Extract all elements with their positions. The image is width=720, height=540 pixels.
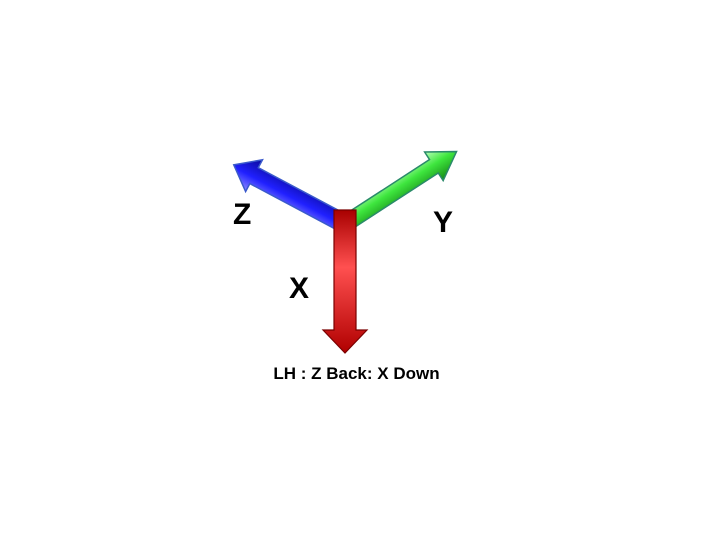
x-axis-label: X xyxy=(289,272,310,305)
z-axis-arrow xyxy=(232,158,351,233)
y-axis-arrow xyxy=(339,150,458,232)
y-axis-label: Y xyxy=(433,206,454,239)
z-axis-label: Z xyxy=(233,198,252,231)
x-axis-arrow xyxy=(321,209,369,354)
diagram-caption: LH : Z Back: X Down xyxy=(273,364,440,383)
